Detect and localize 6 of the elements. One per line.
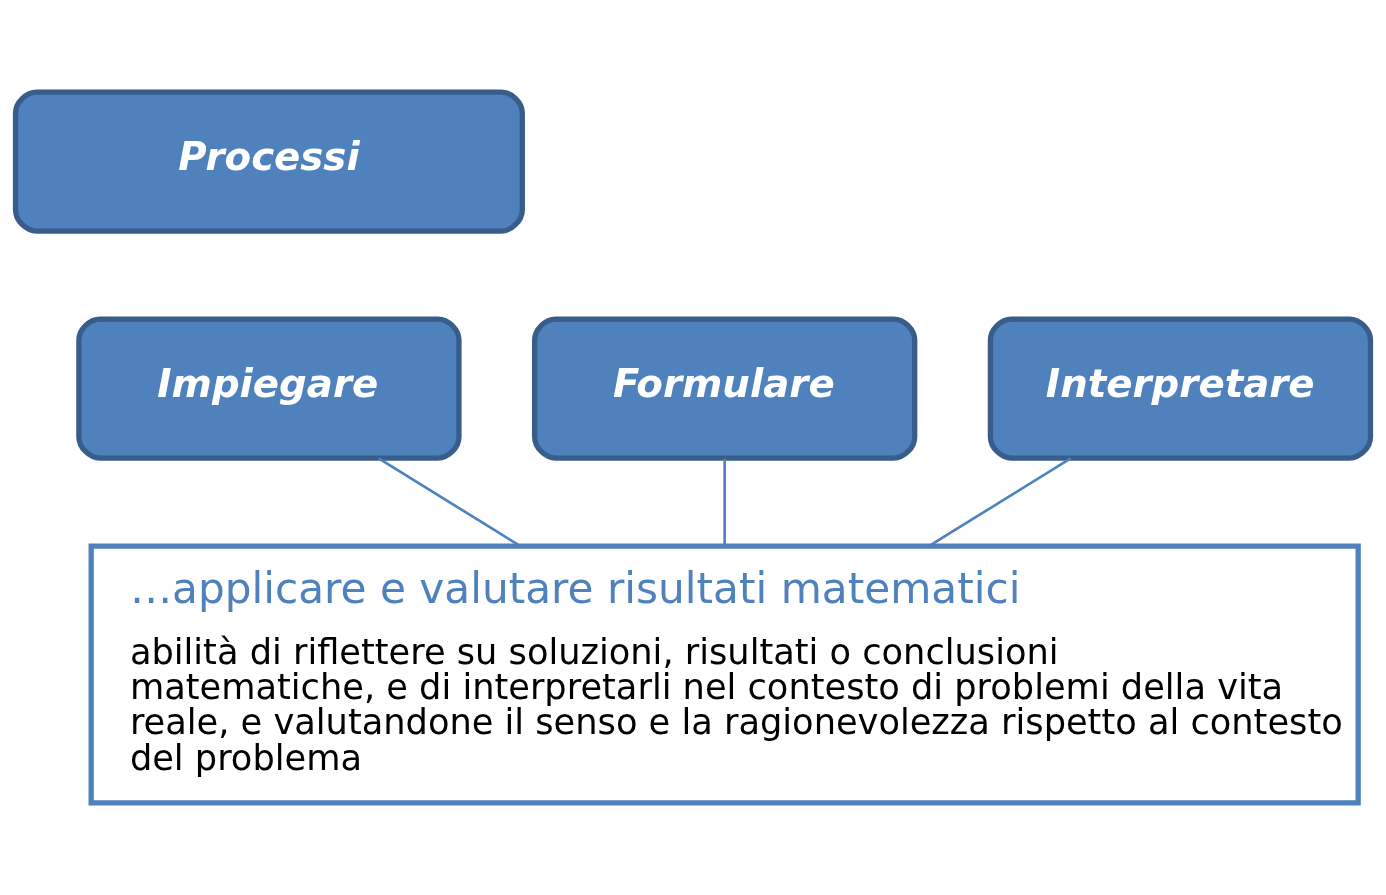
connector [723, 458, 726, 546]
node-box: …applicare e valutare risultati matematici abilità di riflettere su soluzioni, risultati o conclusioni matematiche, e di interpretarli nel contesto di problemi della vita reale, e valutandone il senso e la ragionevolezza rispetto al contesto del problema [88, 543, 1361, 806]
node-box: Processi [12, 89, 525, 234]
node-box: Formulare [532, 316, 918, 461]
node-box: Impiegare [76, 316, 462, 461]
node-box: Interpretare [987, 316, 1374, 461]
